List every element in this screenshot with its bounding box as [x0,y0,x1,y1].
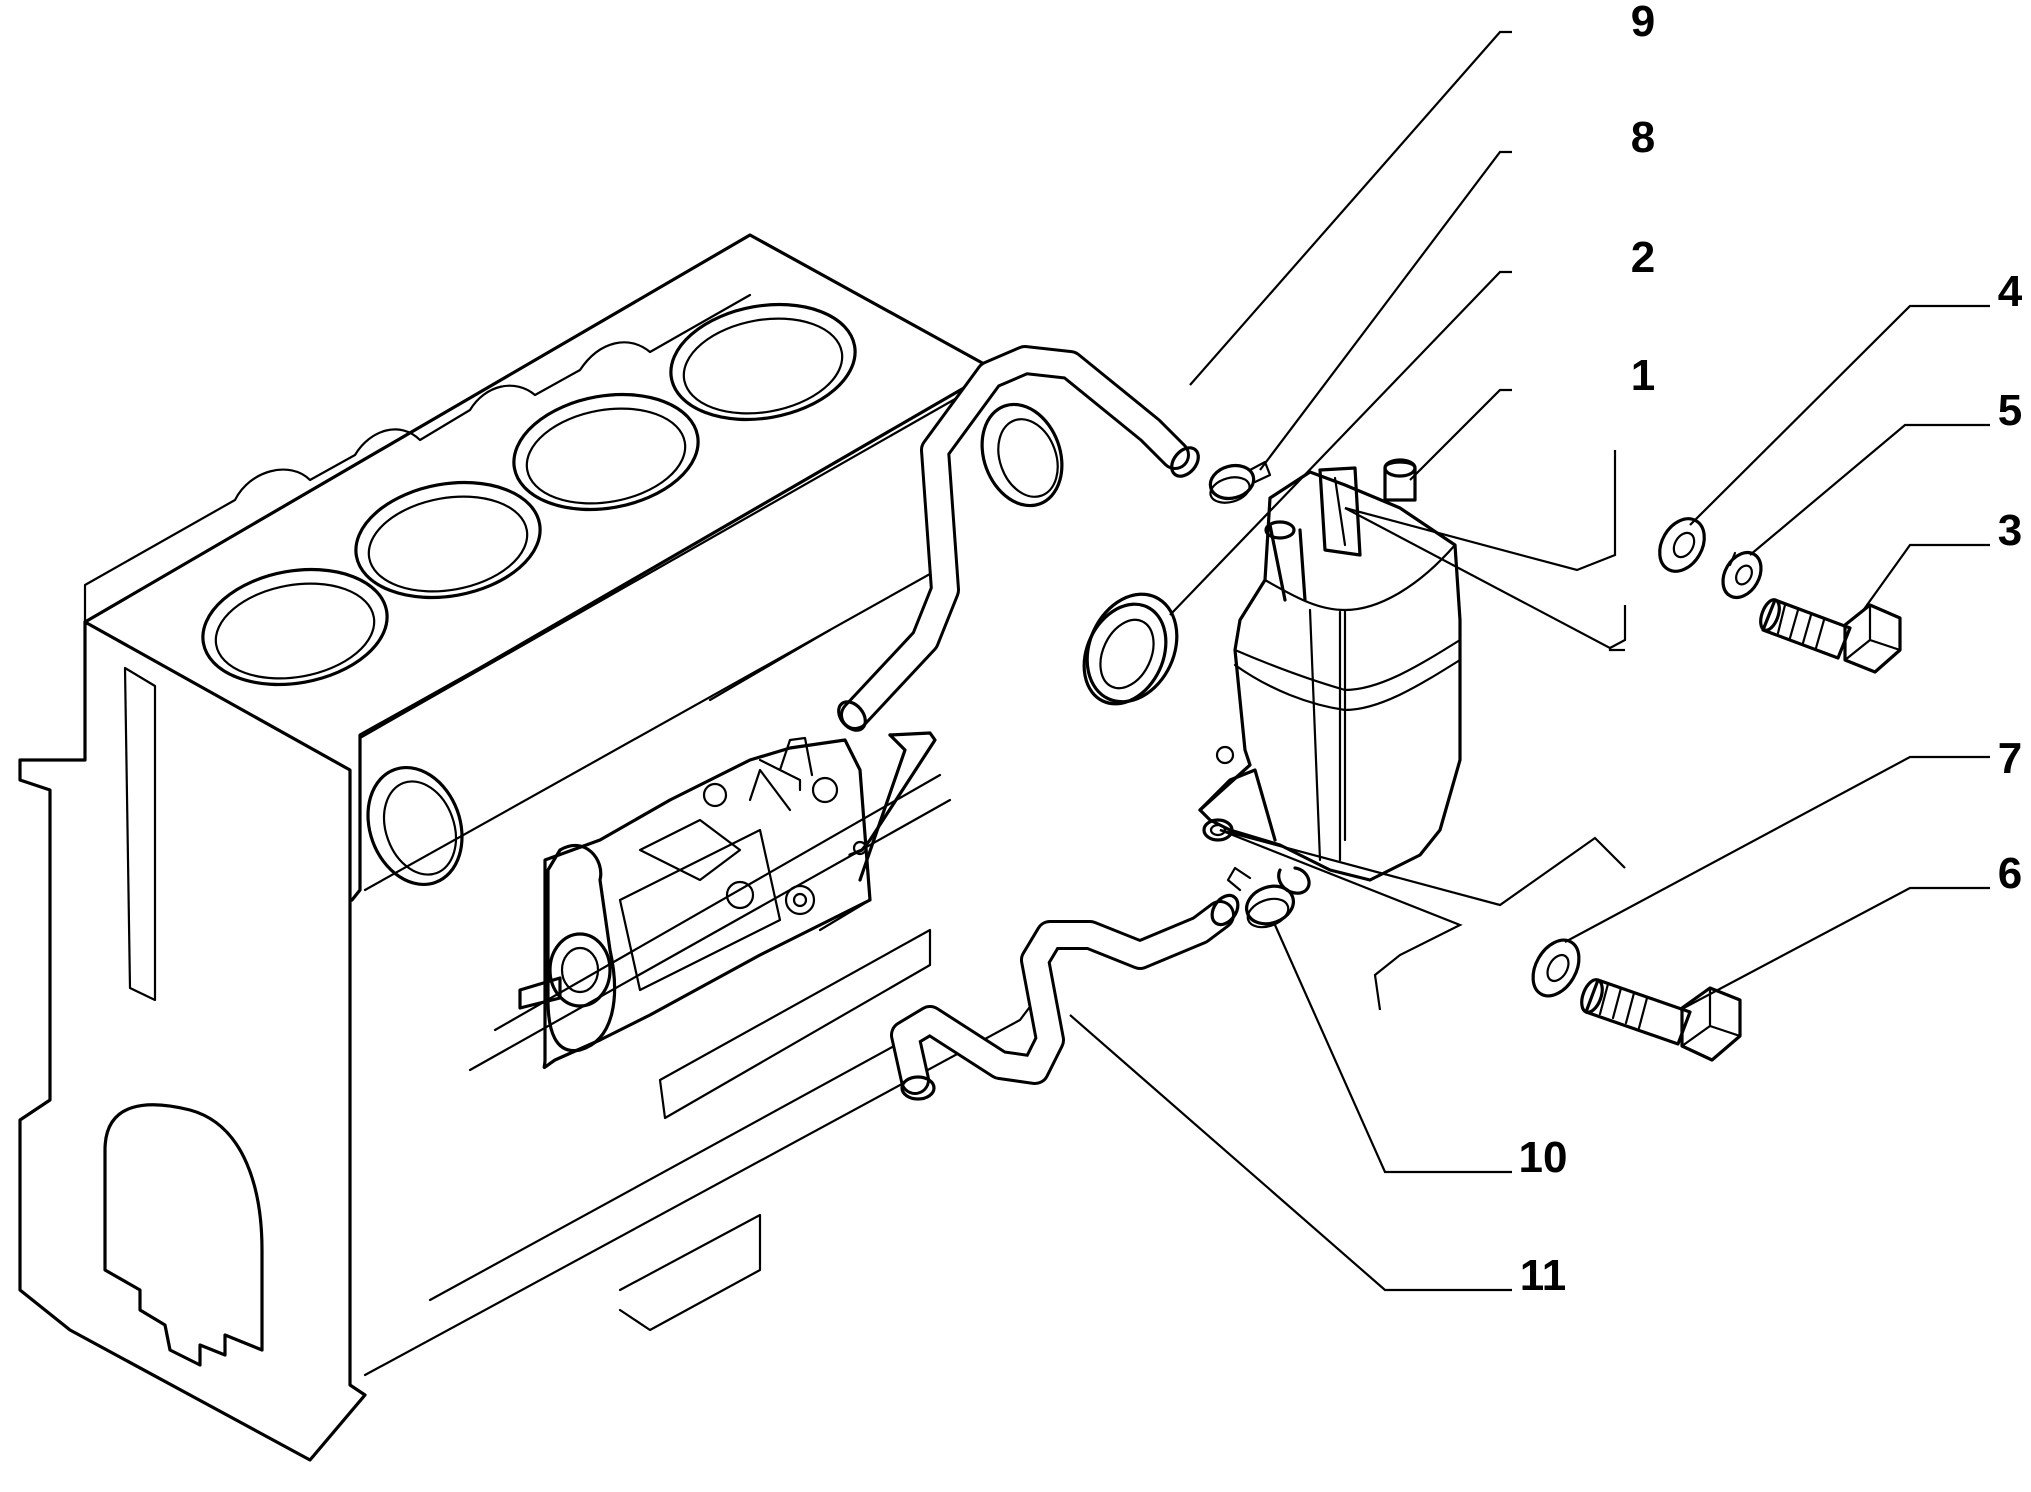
leader-1 [1409,388,1512,481]
bolt-3 [1759,598,1902,674]
hose-clamp-lower [1226,866,1295,929]
washer-7 [1531,938,1581,998]
leader-10 [1273,924,1512,1174]
callout-9: 9 [1631,0,1655,46]
leader-lines [1069,30,1990,1292]
callout-labels: 9 8 2 1 4 5 3 7 6 10 11 [1519,0,2023,1300]
leader-7 [1564,755,1990,943]
washer-4 [1658,517,1706,573]
callout-2: 2 [1631,233,1655,282]
callout-7: 7 [1998,734,2022,783]
callout-11: 11 [1520,1251,1567,1300]
engine-block [18,233,1064,1462]
hose-upper [837,345,1200,732]
callout-6: 6 [1998,849,2022,898]
leader-11 [1069,1014,1512,1292]
bolt-6 [1580,978,1742,1062]
callout-1: 1 [1631,351,1655,400]
callout-5: 5 [1998,386,2022,435]
callout-8: 8 [1631,113,1655,162]
lock-washer-5 [1721,550,1763,600]
expansion-tank [1198,458,1462,895]
leader-3 [1861,543,1990,613]
leader-5 [1749,423,1990,556]
leader-6 [1679,886,1990,1011]
hose-clamp-upper [1208,460,1272,504]
callout-10: 10 [1519,1133,1568,1182]
callout-3: 3 [1998,506,2022,555]
leader-2 [1169,270,1512,616]
grommet [1082,592,1179,706]
leader-8 [1259,150,1512,471]
callout-4: 4 [1998,267,2023,316]
leader-9 [1189,30,1512,386]
injection-pump [518,731,937,1070]
hose-lower [890,893,1240,1101]
leader-4 [1689,304,1990,526]
